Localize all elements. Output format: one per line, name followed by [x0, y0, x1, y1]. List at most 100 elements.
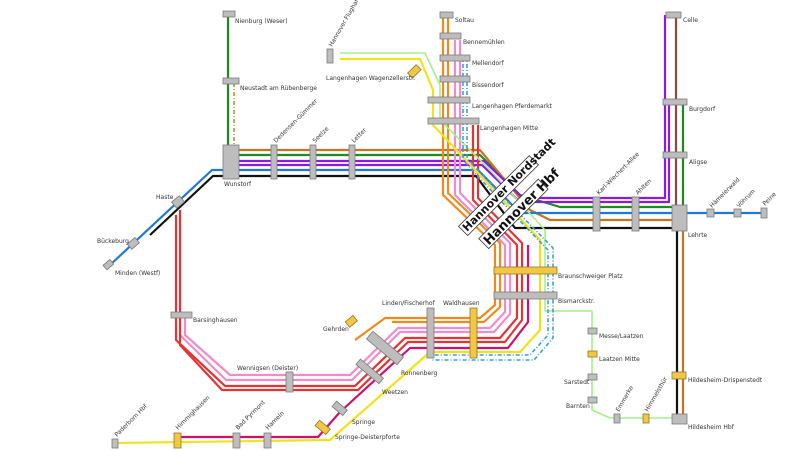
label: Langenhagen Pferdemarkt [472, 103, 553, 110]
station-barnten[interactable] [587, 396, 598, 404]
line-magenta[interactable] [177, 245, 530, 439]
station-waldhausen[interactable] [469, 307, 478, 359]
station-pferdemarkt[interactable] [427, 96, 471, 104]
line-yellow[interactable] [114, 57, 542, 445]
label: Emmerke [615, 384, 636, 413]
label: Haste [156, 194, 174, 201]
station-flughafen[interactable] [326, 48, 334, 64]
line-lightblue-dashed-a[interactable] [432, 55, 549, 356]
label: Neustadt am Rübenberge [240, 85, 317, 92]
label: Mellendorf [472, 60, 505, 67]
station-sarstedt[interactable] [587, 373, 598, 381]
station-bueckeburg[interactable] [126, 236, 140, 250]
label: Bissendorf [472, 82, 504, 89]
station-ronnenberg[interactable] [365, 330, 405, 366]
station-wennigsen[interactable] [285, 371, 294, 393]
station-aligse[interactable] [662, 151, 688, 159]
station-springe[interactable] [331, 400, 348, 417]
station-soltau[interactable] [439, 11, 454, 19]
stations [102, 10, 768, 449]
line-orange-b[interactable] [392, 15, 502, 324]
station-mellendorf[interactable] [439, 54, 471, 62]
label: Wunstorf [224, 181, 252, 188]
station-peine[interactable] [760, 207, 768, 219]
label: Bismarckstr. [558, 298, 595, 305]
station-karl-wiechert-allee[interactable] [592, 196, 601, 232]
station-langenhagen-mitte[interactable] [427, 117, 480, 125]
label: Celle [683, 17, 698, 24]
label: Hameln [264, 410, 285, 431]
station-hameln[interactable] [263, 432, 272, 449]
station-burgdorf[interactable] [662, 98, 688, 106]
line-lightgreen[interactable] [340, 52, 680, 419]
label: Hildesheim Hbf [688, 424, 735, 431]
label: Sarstedt [564, 379, 590, 386]
label: Himmighausen [174, 394, 211, 431]
label: Langenhagen Mitte [480, 125, 538, 132]
station-linden-fischerhof[interactable] [426, 307, 435, 359]
station-messe-laatzen[interactable] [587, 327, 598, 335]
line-blue[interactable] [109, 168, 765, 266]
station-bad-pyrmont[interactable] [232, 432, 241, 449]
label: Hildesheim-Drispenstedt [688, 377, 763, 384]
label: Karl-Wiechert-Allee [595, 151, 641, 197]
station-seelze[interactable] [309, 144, 317, 180]
station-bismarckstr[interactable] [493, 291, 558, 300]
label: Peine [761, 191, 778, 208]
station-ahlten[interactable] [631, 196, 640, 232]
station-lehrte[interactable] [671, 204, 688, 232]
label: Seelze [311, 125, 330, 144]
station-gehrden[interactable] [344, 314, 358, 328]
label: Hannover Flughafen [328, 0, 365, 48]
label: Springe [352, 419, 375, 426]
station-haemelerwald[interactable] [706, 208, 715, 218]
label: Ahlten [634, 178, 653, 197]
label: Bad Pyrmont [234, 399, 267, 432]
station-weetzen[interactable] [355, 358, 384, 385]
station-springe-deisterpforte[interactable] [314, 419, 331, 436]
label: Aligse [689, 159, 707, 166]
label: Bennemühlen [463, 39, 505, 46]
station-hildesheim-hbf[interactable] [671, 413, 688, 425]
station-drispenstedt[interactable] [671, 371, 687, 380]
station-dedensen[interactable] [270, 144, 278, 180]
station-wagenzellerstr[interactable] [407, 64, 422, 79]
station-letter[interactable] [348, 144, 356, 180]
label: Springe-Deisterpforte [335, 434, 400, 441]
station-minden[interactable] [102, 258, 115, 271]
station-braunschweiger-platz[interactable] [493, 266, 558, 275]
station-bissendorf[interactable] [439, 75, 471, 83]
station-nienburg[interactable] [222, 10, 236, 18]
label: Laatzen Mitte [599, 356, 640, 363]
label: Paderborn Hbf [113, 402, 149, 438]
station-celle[interactable] [665, 11, 682, 19]
station-himmighausen[interactable] [173, 432, 182, 449]
label: Minden (Westf) [115, 270, 160, 277]
label: Vöhrum [735, 188, 756, 209]
station-neustadt[interactable] [222, 77, 240, 85]
label: Soltau [455, 17, 474, 24]
label: Letter [350, 127, 368, 145]
line-orange-a[interactable] [354, 15, 497, 341]
label: Burgdorf [689, 106, 716, 113]
line-ochre[interactable] [234, 148, 685, 420]
station-emmerke[interactable] [613, 413, 621, 424]
label: Ronnenberg [401, 370, 438, 377]
station-laatzen-mitte[interactable] [587, 350, 598, 358]
label: Linden/Fischerhof [382, 300, 436, 307]
label: Messe/Laatzen [599, 333, 644, 340]
station-haste[interactable] [171, 195, 185, 209]
station-barsinghausen[interactable] [170, 311, 193, 319]
station-paderborn[interactable] [111, 438, 119, 449]
label: Langenhagen Wagenzellerstr. [326, 75, 415, 82]
line-lightblue-dashed-b[interactable] [432, 55, 554, 361]
label: Nienburg (Weser) [235, 18, 288, 25]
station-himmelsthuer[interactable] [642, 413, 650, 424]
station-voehrum[interactable] [733, 208, 742, 218]
station-wunstorf[interactable] [222, 144, 240, 180]
label: Braunschweiger Platz [558, 273, 623, 280]
label: Weetzen [382, 389, 408, 396]
label: Himmelsthür [644, 375, 670, 413]
station-bennemuehlen[interactable] [439, 32, 462, 40]
